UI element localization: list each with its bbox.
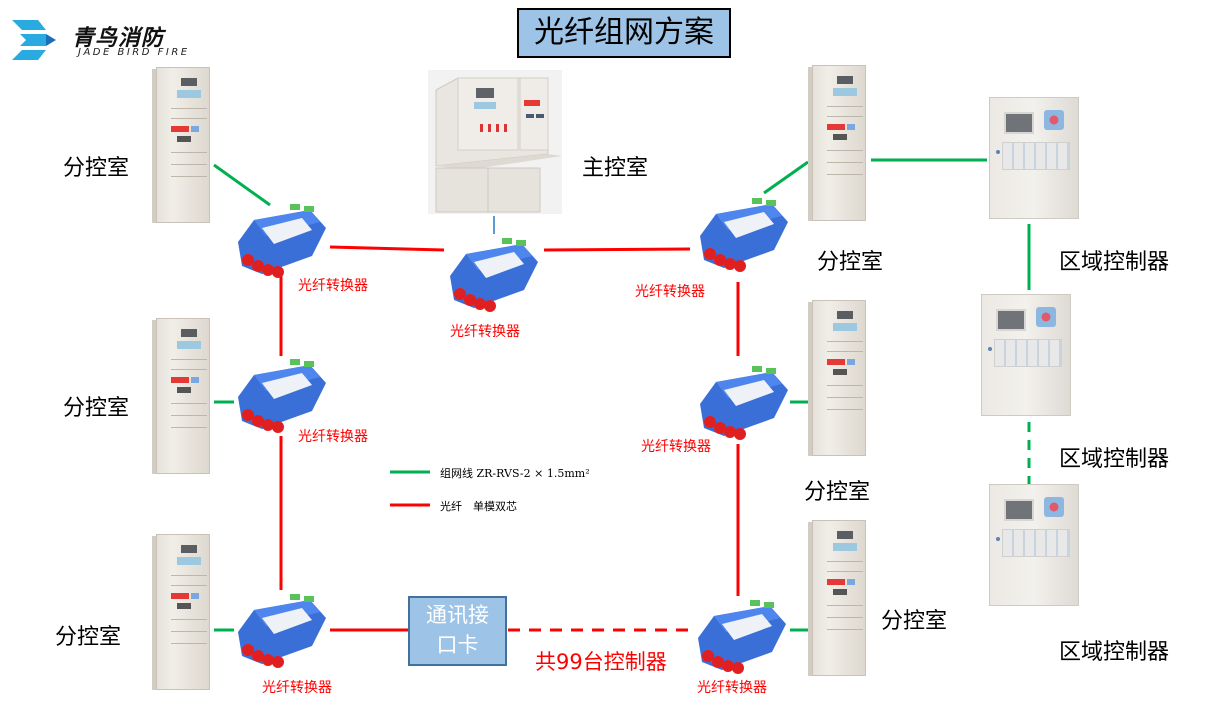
converter-label-mid-left: 光纤转换器 [298, 429, 368, 445]
regional-controller-label-top: 区域控制器 [1059, 250, 1170, 275]
regional-controller-top [985, 95, 1083, 221]
converter-label-bottom-left: 光纤转换器 [262, 680, 332, 696]
fiber-converter-top-right [700, 198, 788, 272]
legend-fiber-text: 光纤 单模双芯 [440, 500, 517, 513]
main-control-console [428, 70, 562, 214]
comm-card-line1: 通讯接 [426, 603, 489, 627]
regional-controller-label-bottom: 区域控制器 [1059, 640, 1170, 665]
sub-control-label-mid-right: 分控室 [804, 480, 871, 505]
fiber-converter-top-left [238, 204, 326, 278]
sub-control-cabinet-bottom-right [808, 518, 870, 678]
total-controllers-note: 共99台控制器 [535, 650, 667, 674]
fiber-converter-bottom-left [238, 594, 326, 668]
converter-label-bottom-right: 光纤转换器 [697, 680, 767, 696]
sub-control-cabinet-bottom-left [152, 532, 214, 692]
regional-controller-middle [977, 292, 1075, 418]
console-icon [435, 77, 562, 213]
converter-label-top-right: 光纤转换器 [635, 284, 705, 300]
fiber-line-top-left [329, 245, 445, 252]
comm-card-line2: 口卡 [436, 633, 479, 657]
sub-control-cabinet-mid-left [152, 316, 214, 476]
sub-control-label-bottom-right: 分控室 [881, 609, 948, 634]
bird-logo-icon [12, 20, 56, 60]
sub-control-label-bottom-left: 分控室 [55, 625, 122, 650]
sub-control-cabinet-top-left [152, 65, 214, 225]
fiber-converter-mid-left [238, 359, 326, 433]
diagram-title: 光纤组网方案 [517, 8, 731, 58]
logo-name-en: JADE BIRD FIRE [78, 47, 190, 58]
logo-name-cn: 青鸟消防 [72, 26, 165, 51]
sub-control-label-top-left: 分控室 [63, 156, 130, 181]
fiber-converter-bottom-right [698, 600, 786, 674]
legend-network-text: 组网线 ZR-RVS-2 × 1.5mm² [440, 467, 590, 480]
regional-controller-bottom [985, 482, 1083, 608]
fiber-line-top-right [543, 247, 691, 252]
converter-label-mid-right: 光纤转换器 [641, 439, 711, 455]
sub-control-cabinet-top-right [808, 63, 870, 223]
fiber-converter-top-center [450, 238, 538, 312]
converter-label-top-center: 光纤转换器 [450, 324, 520, 340]
converter-label-top-left: 光纤转换器 [298, 278, 368, 294]
sub-control-label-mid-left: 分控室 [63, 396, 130, 421]
company-logo: 青鸟消防 JADE BIRD FIRE [12, 14, 202, 62]
sub-control-cabinet-mid-right [808, 298, 870, 458]
fiber-converter-mid-right [700, 366, 788, 440]
main-control-label: 主控室 [582, 156, 649, 181]
regional-controller-label-middle: 区域控制器 [1059, 447, 1170, 472]
comm-interface-card: 通讯接 口卡 [408, 596, 507, 666]
network-line-tr [763, 160, 809, 195]
sub-control-label-top-right: 分控室 [817, 250, 884, 275]
network-line-tl [213, 163, 271, 207]
